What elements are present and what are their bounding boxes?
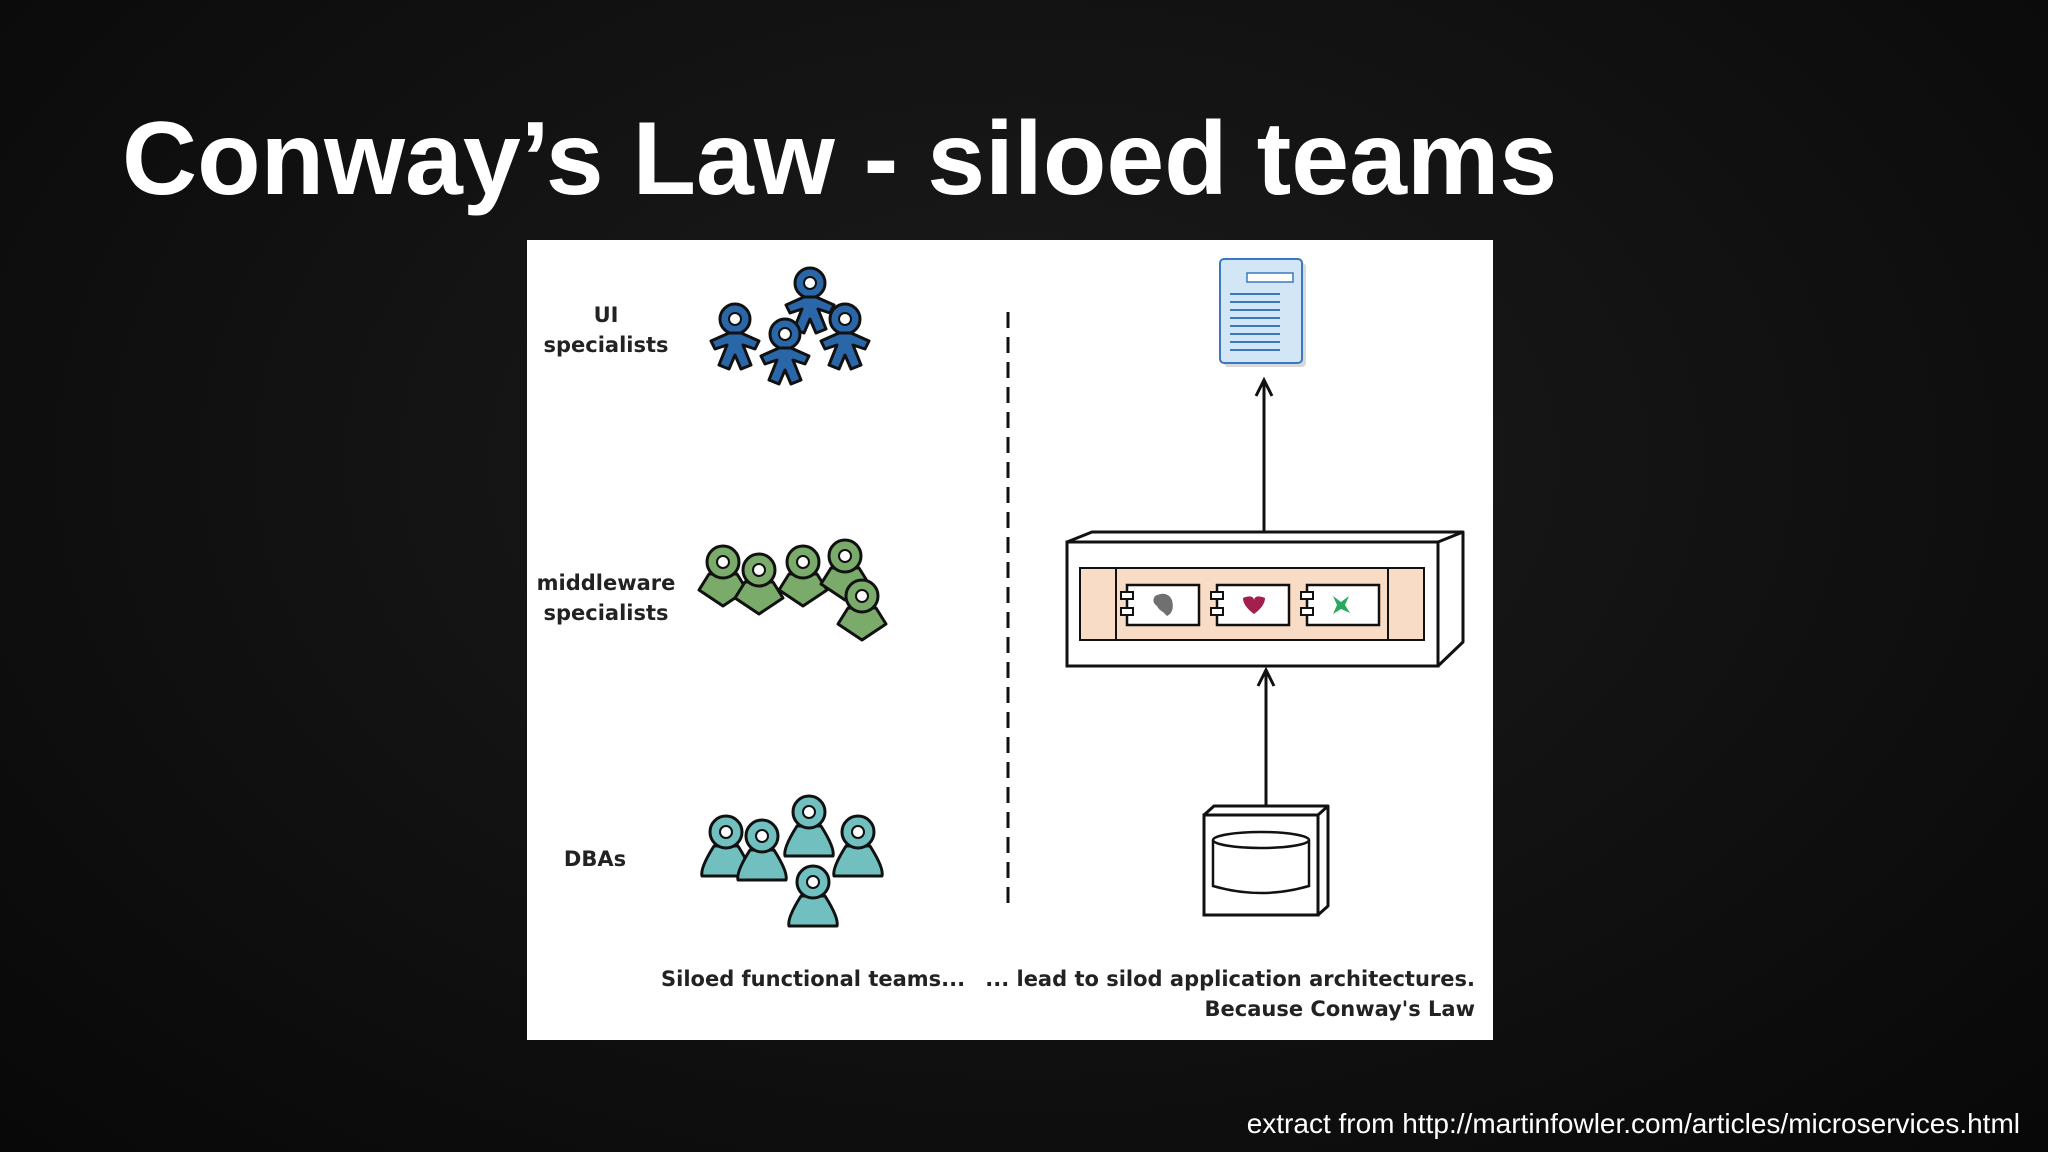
blob-icon — [1153, 593, 1173, 616]
left-caption: Siloed functional teams... — [661, 967, 966, 991]
cross-icon — [1333, 596, 1350, 614]
middleware-specialists-group — [697, 538, 888, 642]
diagram-graphics — [697, 258, 1465, 928]
right-caption-line1: ... lead to silod application architectu… — [985, 967, 1475, 991]
source-note: extract from http://martinfowler.com/art… — [1246, 1108, 2020, 1139]
arrow-to-middleware — [1256, 666, 1276, 806]
database-icon — [1202, 804, 1330, 917]
dbas-label: DBAs — [563, 847, 627, 871]
arrow-to-document — [1254, 376, 1274, 532]
component-3 — [1300, 583, 1381, 627]
document-icon — [1219, 258, 1306, 367]
heart-icon — [1243, 596, 1265, 614]
middleware-specialists-label: middleware specialists — [536, 571, 676, 625]
middleware-box — [1065, 530, 1465, 668]
dba-group — [700, 794, 884, 928]
component-2 — [1210, 583, 1291, 627]
ui-specialists-group — [709, 266, 871, 386]
slide-title: Conway’s Law - siloed teams — [122, 101, 1558, 217]
conway-diagram: UI specialists middleware specialists DB… — [527, 240, 1493, 1040]
right-caption-line2: Because Conway's Law — [1204, 997, 1475, 1021]
ui-specialists-label: UI specialists — [543, 303, 669, 357]
component-1 — [1120, 583, 1201, 627]
